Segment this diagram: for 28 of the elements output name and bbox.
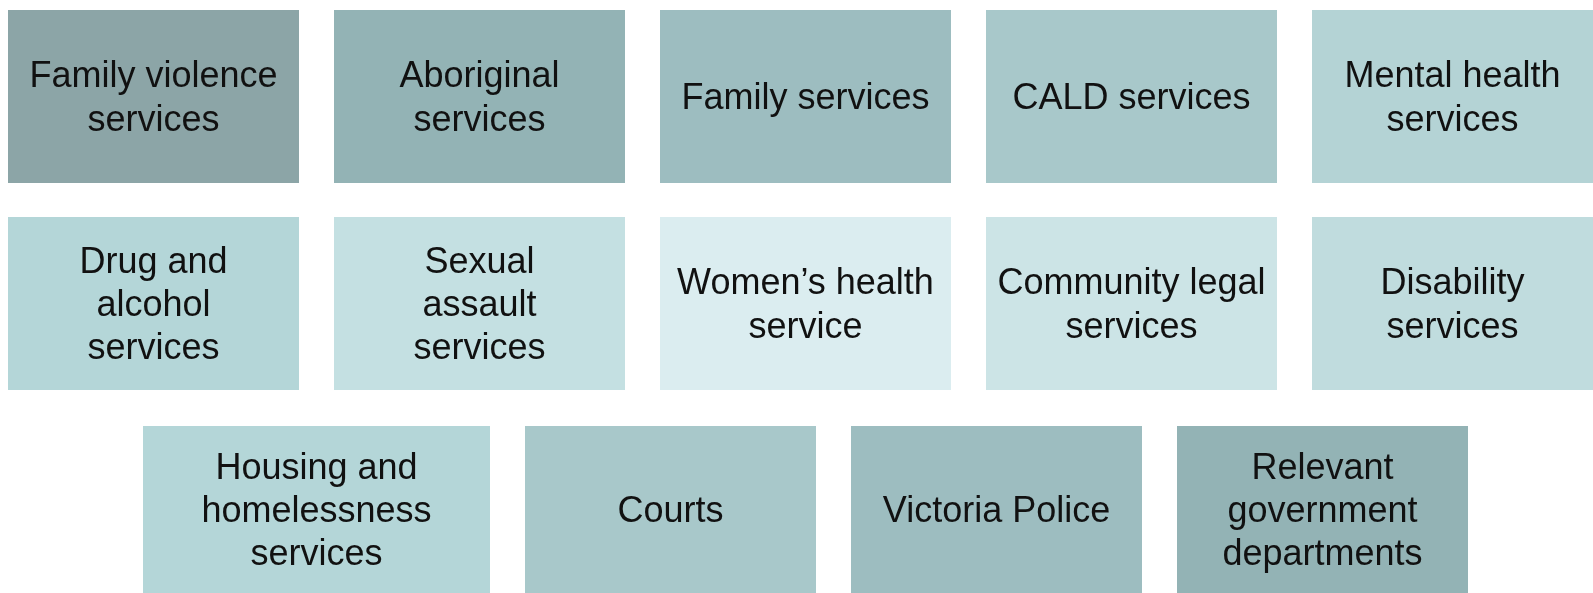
service-label: Victoria Police (882, 487, 1111, 532)
service-box (660, 217, 951, 390)
service-label: Aboriginal services (398, 53, 561, 140)
service-label: Women’s health service (676, 260, 935, 347)
service-box (660, 10, 951, 183)
service-label: Family services (681, 74, 930, 119)
service-box (8, 10, 299, 183)
service-box (1177, 426, 1468, 593)
service-box (986, 217, 1277, 390)
service-label: Disability services (1379, 260, 1526, 347)
service-box (143, 426, 490, 593)
service-label: Relevant government departments (1221, 444, 1424, 575)
service-label: Family violence services (28, 53, 279, 140)
service-box (525, 426, 816, 593)
service-label: Sexual assault services (412, 238, 547, 369)
service-box (1312, 217, 1593, 390)
service-box (8, 217, 299, 390)
service-box (851, 426, 1142, 593)
service-box (334, 217, 625, 390)
service-box (986, 10, 1277, 183)
service-label: Courts (617, 487, 724, 532)
service-label: Mental health services (1343, 53, 1562, 140)
service-label: Drug and alcohol services (78, 238, 229, 369)
service-box (334, 10, 625, 183)
service-box (1312, 10, 1593, 183)
service-label: Housing and homelessness services (200, 444, 433, 575)
service-label: Community legal services (996, 260, 1267, 347)
service-label: CALD services (1012, 74, 1251, 119)
